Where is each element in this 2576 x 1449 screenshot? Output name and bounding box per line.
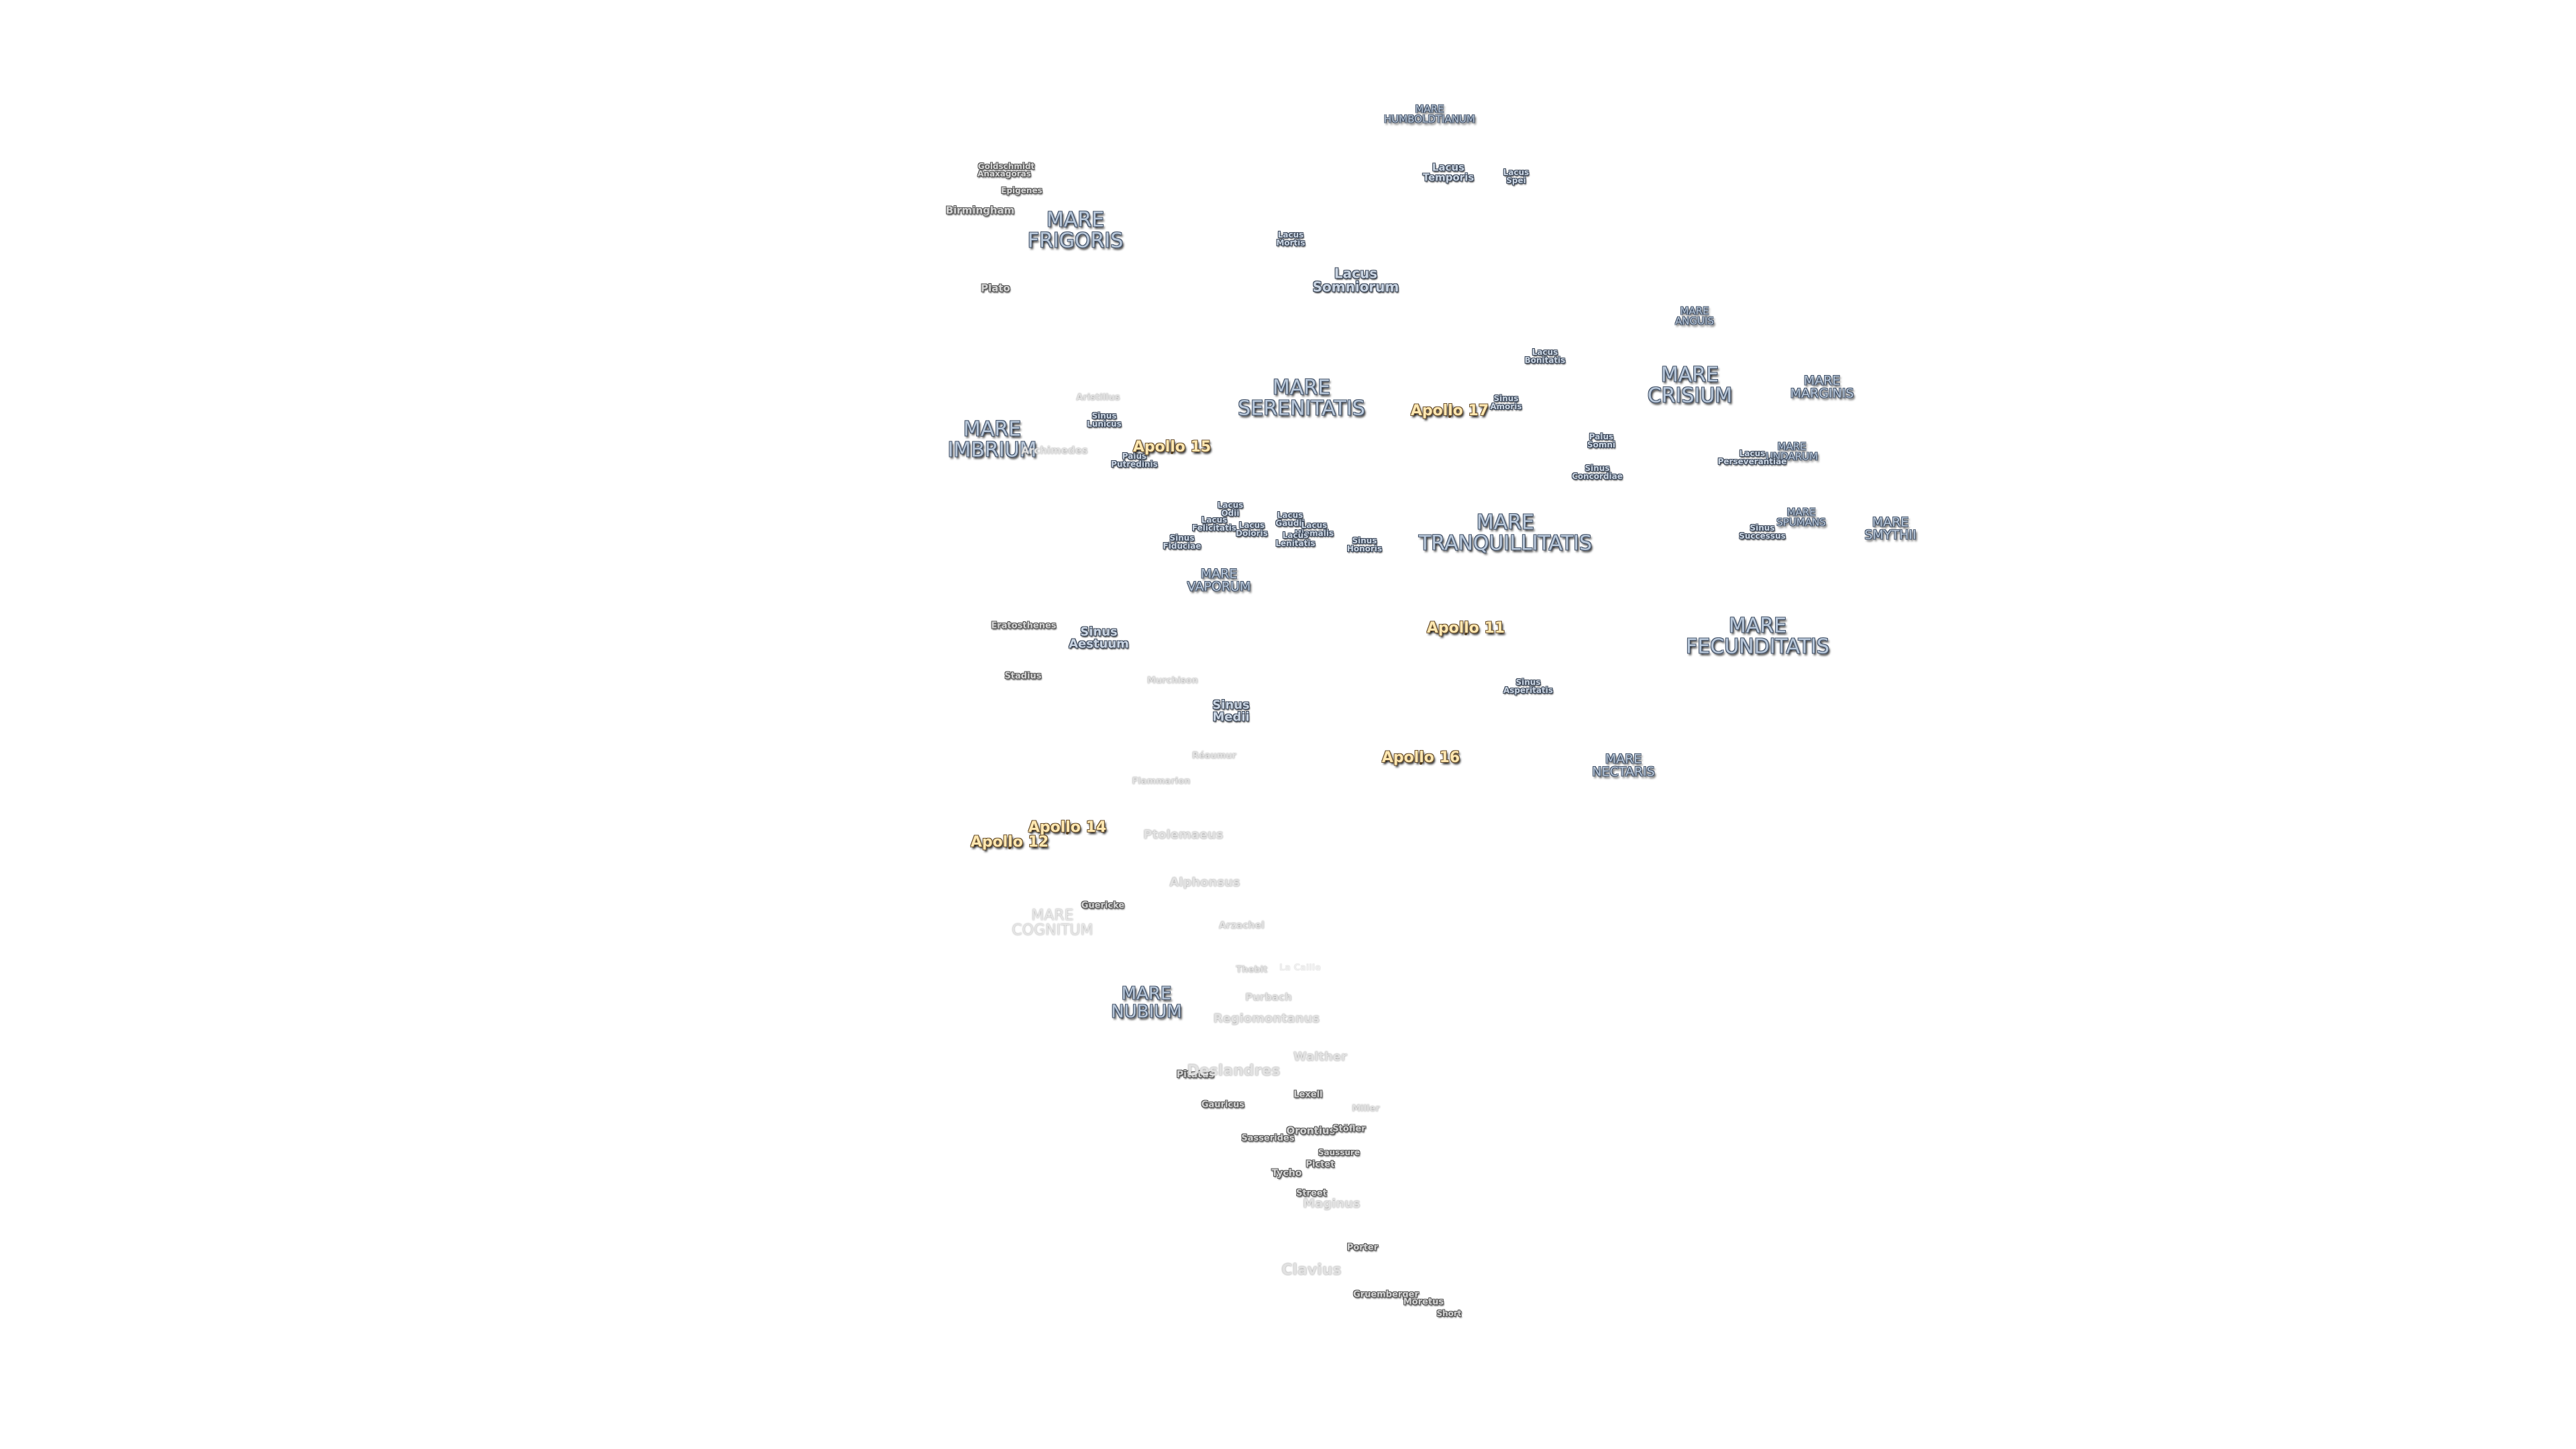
mare-label: MARE TRANQUILLITATIS	[1418, 511, 1593, 555]
mare-label: MARE VAPORUM	[1187, 566, 1251, 594]
lacus-label: Lacus Odii	[1217, 500, 1244, 518]
lacus-label: Lacus Somniorum	[1312, 265, 1399, 295]
crater-label: Gruemberger	[1353, 1289, 1419, 1300]
crater-label: Sasserides	[1241, 1133, 1295, 1144]
crater-label: Lexell	[1293, 1089, 1323, 1100]
crater-label: Walther	[1293, 1049, 1348, 1064]
crater-label: La Caille	[1279, 963, 1322, 973]
crater-label: Réaumur	[1191, 751, 1237, 761]
palus-label: Palus Putredinis	[1111, 451, 1158, 469]
crater-label: Miller	[1352, 1104, 1380, 1114]
landing-site-marker	[1066, 832, 1069, 835]
sinus-label: Sinus Concordiae	[1572, 463, 1623, 481]
sinus-label: Sinus Medii	[1212, 698, 1250, 724]
crater-label: Maginus	[1303, 1196, 1360, 1211]
crater-label: Stadius	[1004, 671, 1042, 682]
mare-label: MARE IMBRIUM	[947, 417, 1037, 462]
crater-label: Birmingham	[945, 204, 1015, 217]
crater-label: Tycho	[1271, 1167, 1302, 1179]
landing-site-label[interactable]: Apollo 16	[1381, 749, 1460, 766]
landing-site-label[interactable]: Apollo 12	[970, 833, 1049, 851]
sinus-label: Sinus Fiduciae	[1163, 533, 1201, 551]
crater-label: Gauricus	[1201, 1099, 1245, 1110]
lacus-label: Lacus Lenitatis	[1275, 530, 1316, 548]
crater-label: Flammarion	[1132, 776, 1191, 787]
crater-label: Pictet	[1305, 1159, 1335, 1170]
crater-label: Goldschmidt	[977, 161, 1035, 171]
sinus-label: Sinus Aestuum	[1069, 625, 1129, 651]
crater-label: Stöfler	[1332, 1124, 1366, 1134]
crater-label: Thebit	[1236, 965, 1268, 975]
crater-label: Short	[1436, 1308, 1462, 1318]
lacus-label: Lacus Bonitatis	[1524, 347, 1566, 365]
crater-label: Epigenes	[1001, 185, 1042, 195]
landing-site-marker	[1008, 847, 1011, 849]
crater-label: Guericke	[1081, 900, 1125, 911]
mare-label: MARE SPUMANS	[1776, 506, 1826, 529]
mare-label: MARE NUBIUM	[1111, 983, 1182, 1022]
crater-label: Alphonsus	[1169, 875, 1240, 890]
landing-site-label[interactable]: Apollo 14	[1028, 818, 1107, 836]
lacus-label: Lacus Perseverantiae	[1717, 448, 1787, 466]
landing-site-marker	[1448, 415, 1451, 418]
mare-label: MARE SERENITATIS	[1238, 376, 1365, 420]
mare-label: MARE UNDARUM	[1765, 440, 1819, 463]
landing-site-marker	[1464, 633, 1467, 635]
crater-label: Regiomontanus	[1213, 1011, 1320, 1026]
mare-label: MARE MARGINIS	[1790, 373, 1854, 401]
lacus-label: Lacus Gaudii	[1275, 510, 1305, 528]
mare-label: MARE COGNITUM	[1012, 907, 1093, 939]
crater-label: Archimedes	[1021, 444, 1088, 457]
mare-label: MARE CRISIUM	[1647, 363, 1733, 407]
crater-label: Clavius	[1281, 1261, 1342, 1279]
crater-label: Porter	[1346, 1242, 1379, 1253]
lacus-label: Lacus Doloris	[1236, 520, 1268, 538]
lacus-label: Lacus Felicitatis	[1191, 515, 1237, 533]
crater-label: Deslandres	[1187, 1062, 1281, 1079]
crater-label: Moretus	[1403, 1297, 1444, 1307]
crater-label: Plato	[981, 282, 1010, 294]
landing-site-label[interactable]: Apollo 15	[1132, 438, 1212, 455]
mare-label: MARE SMYTHII	[1864, 515, 1917, 543]
crater-label: Orontius	[1286, 1124, 1336, 1137]
sinus-label: Sinus Successus	[1739, 523, 1786, 541]
lacus-label: Lacus Mortis	[1276, 229, 1305, 248]
sinus-label: Sinus Honoris	[1346, 535, 1383, 553]
mare-label: MARE ANGUIS	[1674, 305, 1715, 327]
lacus-label: Lacus Hiemalis	[1294, 520, 1334, 538]
sinus-label: Sinus Asperitatis	[1503, 677, 1554, 695]
mare-label: MARE FECUNDITATIS	[1686, 614, 1829, 658]
crater-label: Murchison	[1147, 676, 1198, 686]
crater-label: Eratosthenes	[991, 621, 1057, 631]
landing-site-label[interactable]: Apollo 17	[1410, 402, 1489, 419]
crater-label: Pitatus	[1176, 1069, 1215, 1080]
lacus-label: Lacus Spei	[1503, 167, 1529, 185]
crater-label: Arzachel	[1219, 920, 1265, 931]
mare-label: MARE HUMBOLDTIANUM	[1384, 103, 1475, 125]
crater-label: Street	[1296, 1188, 1327, 1199]
crater-label: Aristillus	[1076, 392, 1120, 403]
mare-label: MARE FRIGORIS	[1027, 208, 1124, 252]
sinus-label: Sinus Amoris	[1490, 393, 1522, 411]
crater-label: Anaxagoras	[977, 168, 1031, 178]
landing-site-marker	[1171, 451, 1173, 454]
crater-label: Ptolemaeus	[1143, 827, 1224, 842]
landing-site-label[interactable]: Apollo 11	[1426, 619, 1505, 637]
mare-label: MARE NECTARIS	[1592, 751, 1655, 780]
landing-site-marker	[1419, 762, 1422, 765]
sinus-label: Sinus Lunicus	[1087, 411, 1122, 429]
lacus-label: Lacus Temporis	[1422, 161, 1474, 184]
crater-label: Purbach	[1245, 991, 1292, 1004]
palus-label: Palus Somni	[1587, 431, 1616, 449]
crater-label: Saussure	[1318, 1147, 1360, 1157]
